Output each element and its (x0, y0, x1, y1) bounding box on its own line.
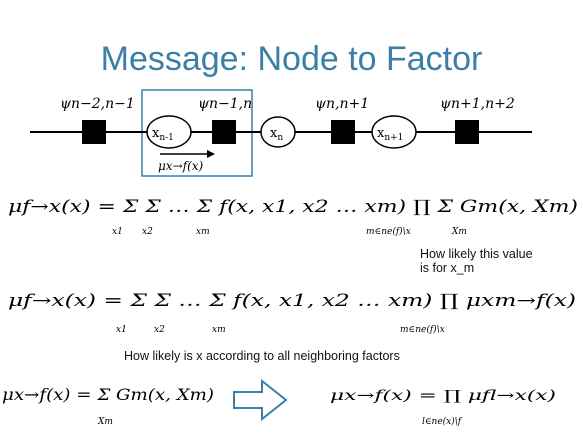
slide-title: Message: Node to Factor (100, 40, 483, 78)
equation-2-sub: x1 (116, 325, 127, 335)
equation-3-right-sub: l∈ne(x)\f (422, 416, 463, 427)
factor-label: ψn−1,n (198, 96, 252, 112)
note-neighbor-likelihood: How likely is x according to all neighbo… (124, 349, 400, 363)
equation-1-sub: x1 (112, 227, 123, 237)
note-line: is for x_m (420, 261, 475, 275)
equation-2-sub: m∈ne(f)\x (400, 324, 445, 335)
factor-node (82, 120, 106, 144)
note-line: How likely this value (420, 247, 533, 261)
equation-3-right: μx→f(x) = ∏ μfl→x(x) (330, 388, 556, 404)
message-label: μx→f(x) (158, 159, 204, 173)
factor-label: ψn,n+1 (315, 96, 369, 112)
node-label: xn-1 (152, 126, 174, 143)
node-label: xn (270, 126, 283, 143)
equation-2-sub: x2 (154, 325, 165, 335)
equation-1-sub: xm (196, 227, 210, 237)
node-label: xn+1 (377, 126, 403, 143)
equation-1-sub: Xm (451, 227, 467, 237)
variable-node (260, 116, 296, 148)
equation-1-sub: m∈ne(f)\x (366, 226, 411, 237)
implies-arrow (233, 378, 288, 422)
equation-1: μf→x(x) = Σ Σ … Σ f(x, x1, x2 … xm) ∏ Σ … (8, 197, 578, 217)
equation-2-sub: xm (212, 325, 226, 335)
factor-node (212, 120, 236, 144)
note-value-likelihood: How likely this value is for x_m (420, 247, 533, 275)
factor-label: ψn−2,n−1 (60, 96, 135, 112)
factor-node (331, 120, 355, 144)
equation-2: μf→x(x) = Σ Σ … Σ f(x, x1, x2 … xm) ∏ μx… (8, 291, 576, 311)
message-arrowhead (207, 150, 215, 158)
equation-1-sub: x2 (142, 227, 153, 237)
factor-label: ψn+1,n+2 (440, 96, 515, 112)
variable-node (371, 115, 417, 149)
variable-node (146, 115, 192, 149)
equation-3-left: μx→f(x) = Σ Gm(x, Xm) (2, 385, 214, 404)
factor-node (455, 120, 479, 144)
equation-3-left-sub: Xm (97, 417, 113, 427)
